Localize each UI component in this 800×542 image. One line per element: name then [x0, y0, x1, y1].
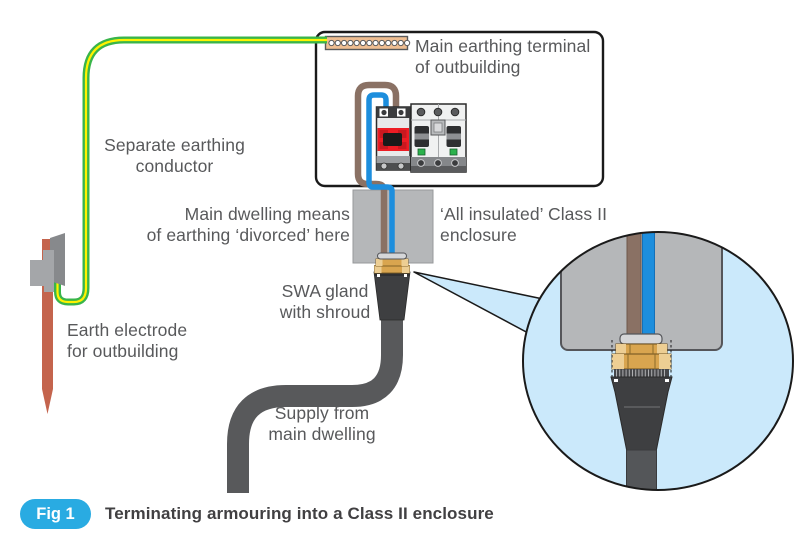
earthing-terminal-holes [328, 39, 411, 47]
swa-cable [227, 310, 403, 493]
label-supply: Supply from main dwelling [268, 403, 376, 444]
mcb-breakers [410, 103, 467, 173]
blue-conductor [366, 92, 395, 253]
magnified-cable [626, 449, 657, 490]
knurled-ring [614, 369, 669, 377]
earthing-terminal-bar [324, 35, 411, 51]
knurl-stripes [616, 369, 665, 377]
magnified-blue-conductor [642, 232, 655, 336]
figure-tag-pill: Fig 1 [20, 499, 91, 529]
figure-tag-label: Fig 1 [36, 504, 75, 523]
magnified-gland [610, 333, 673, 490]
label-swa-gland: SWA gland with shroud [279, 281, 371, 322]
magnifier-circle [522, 231, 794, 491]
figure-caption: Terminating armouring into a Class II en… [105, 504, 494, 523]
label-main-dwelling-divorced: Main dwelling means of earthing ‘divorce… [146, 204, 350, 245]
callout-triangle [413, 271, 544, 335]
label-earth-electrode: Earth electrode for outbuilding [67, 320, 188, 361]
label-separate-earthing-conductor: Separate earthing conductor [104, 135, 245, 176]
label-main-earthing-terminal: Main earthing terminal of outbuilding [415, 36, 591, 77]
main-switch-breaker [375, 106, 411, 171]
clip-guide-dashes [611, 340, 672, 378]
label-all-insulated-enclosure: ‘All insulated’ Class II enclosure [440, 204, 608, 245]
earthing-conductor-wire [54, 36, 327, 306]
swa-gland [373, 252, 411, 321]
magnified-brown-conductor [626, 232, 642, 336]
earth-clamp [30, 233, 65, 292]
